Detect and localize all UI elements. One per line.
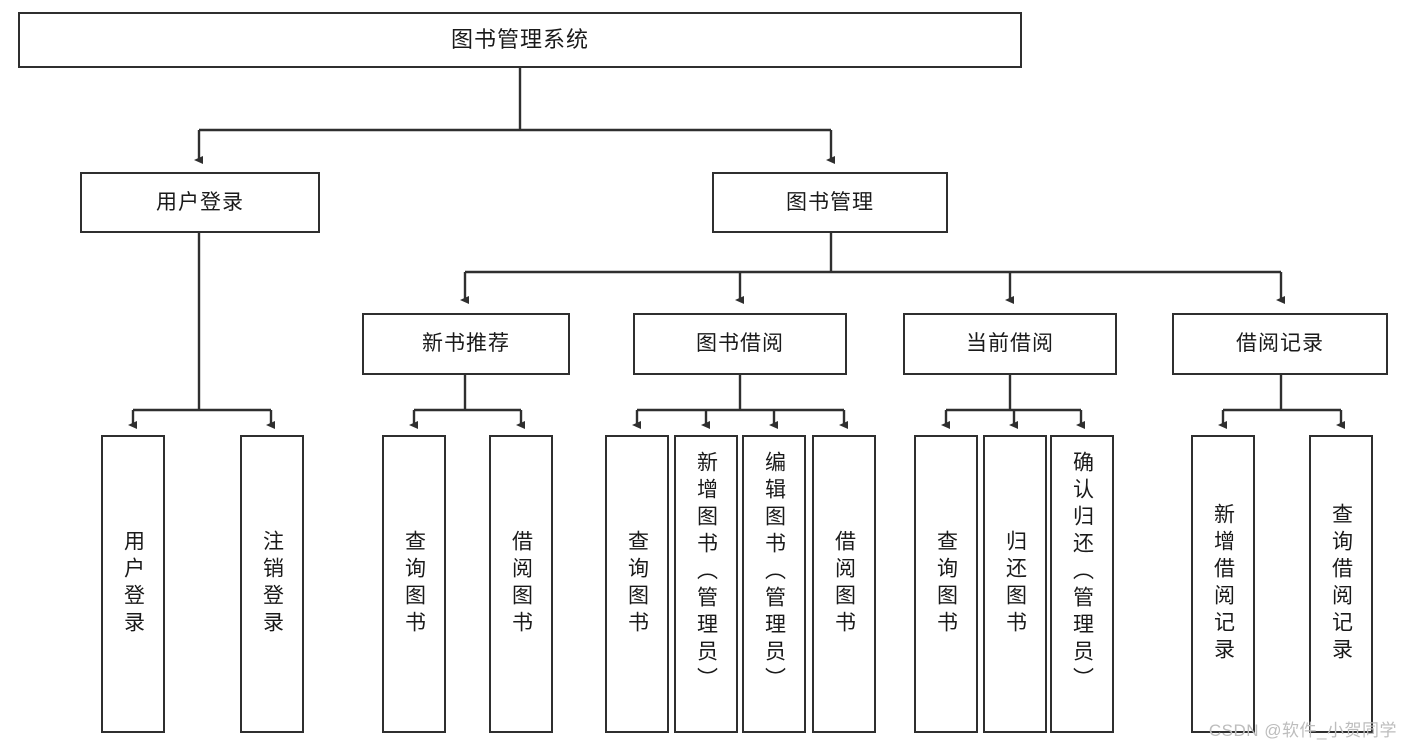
node-label: 查询图书 <box>625 530 649 638</box>
node-book-manage[interactable]: 图书管理 <box>712 172 948 233</box>
node-label: 查询借阅记录 <box>1329 503 1353 665</box>
node-label: 图书借阅 <box>696 332 784 356</box>
node-leaf-edit-book[interactable]: 编辑图书（管理员） <box>742 435 806 733</box>
node-label: 新书推荐 <box>422 332 510 356</box>
node-label: 用户登录 <box>156 190 244 214</box>
node-label: 注销登录 <box>260 530 284 638</box>
node-label: 图书管理系统 <box>450 26 589 52</box>
node-leaf-query-book-borrow[interactable]: 查询图书 <box>605 435 669 733</box>
node-label: 新增借阅记录 <box>1211 503 1235 665</box>
node-label: 借阅图书 <box>509 530 533 638</box>
node-new-book-recommend[interactable]: 新书推荐 <box>362 313 570 375</box>
node-label: 当前借阅 <box>966 332 1054 356</box>
node-label: 查询图书 <box>934 530 958 638</box>
node-label: 确认归还（管理员） <box>1070 451 1094 694</box>
node-label: 编辑图书（管理员） <box>762 451 786 694</box>
node-label: 借阅记录 <box>1236 332 1324 356</box>
node-label: 图书管理 <box>786 190 874 214</box>
node-leaf-query-borrow-record[interactable]: 查询借阅记录 <box>1309 435 1373 733</box>
node-label: 归还图书 <box>1003 530 1027 638</box>
node-leaf-borrow-book-recommend[interactable]: 借阅图书 <box>489 435 553 733</box>
node-borrow-record[interactable]: 借阅记录 <box>1172 313 1388 375</box>
node-label: 查询图书 <box>402 530 426 638</box>
node-leaf-logout[interactable]: 注销登录 <box>240 435 304 733</box>
node-root-book-management-system[interactable]: 图书管理系统 <box>18 12 1022 68</box>
node-leaf-query-book-current[interactable]: 查询图书 <box>914 435 978 733</box>
watermark-text: CSDN @软件_小贺同学 <box>1208 721 1397 740</box>
node-label: 用户登录 <box>121 530 145 638</box>
node-current-borrow[interactable]: 当前借阅 <box>903 313 1117 375</box>
node-leaf-add-book[interactable]: 新增图书（管理员） <box>674 435 738 733</box>
node-label: 借阅图书 <box>832 530 856 638</box>
node-book-borrow[interactable]: 图书借阅 <box>633 313 847 375</box>
node-leaf-confirm-return[interactable]: 确认归还（管理员） <box>1050 435 1114 733</box>
node-leaf-return-book[interactable]: 归还图书 <box>983 435 1047 733</box>
node-leaf-query-book-recommend[interactable]: 查询图书 <box>382 435 446 733</box>
node-label: 新增图书（管理员） <box>694 451 718 694</box>
node-leaf-user-login[interactable]: 用户登录 <box>101 435 165 733</box>
node-leaf-borrow-book[interactable]: 借阅图书 <box>812 435 876 733</box>
node-user-login[interactable]: 用户登录 <box>80 172 320 233</box>
node-leaf-add-borrow-record[interactable]: 新增借阅记录 <box>1191 435 1255 733</box>
